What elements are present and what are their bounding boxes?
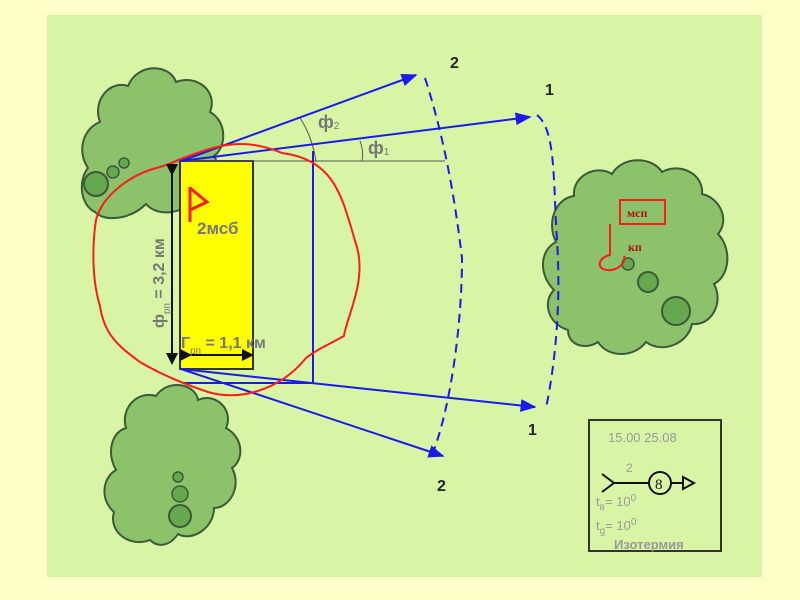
direction-2-bottom-label: 2 — [437, 478, 446, 495]
direction-1-bottom-label: 1 — [528, 422, 537, 439]
command-post-flag: мсп кп — [598, 199, 666, 272]
tree-bottom-left — [103, 383, 242, 546]
depth-label: фрп = 3,2 км — [151, 238, 173, 328]
legend-caption: Изотермия — [614, 537, 684, 552]
arrow-1-top — [180, 112, 532, 162]
wind-speed-number: 8 — [655, 477, 663, 493]
unit-flag — [188, 186, 210, 222]
unit-name-label: 2мсб — [197, 219, 239, 238]
direction-2-top-label: 2 — [450, 55, 459, 72]
arrow-2-bottom — [180, 368, 445, 458]
width-label: Грп = 1,1 км — [181, 335, 266, 357]
legend-tg: tg= 100 — [596, 517, 637, 537]
legend-small-number: 2 — [626, 461, 633, 475]
arrow-1-bottom — [180, 368, 537, 412]
phi2-label: ф2 — [318, 112, 340, 132]
phi1-arc — [359, 140, 364, 162]
tree-right — [541, 159, 729, 355]
msp-label: мсп — [627, 206, 648, 220]
legend-tv: tв= 100 — [596, 493, 637, 513]
unit-zone — [179, 160, 254, 370]
direction-1-top-label: 1 — [545, 82, 554, 99]
phi2-arc — [299, 117, 317, 162]
direction-arrows — [180, 73, 537, 458]
contamination-contour — [92, 143, 361, 397]
phi1-label: ф1 — [368, 138, 390, 158]
front-line-2 — [424, 77, 464, 451]
wind-arrow-head — [682, 475, 697, 491]
msp-box — [619, 199, 666, 225]
legend-times: 15.00 25.08 — [608, 430, 677, 445]
kp-label: кп — [628, 240, 642, 254]
weather-legend: 15.00 25.08 2 8 tв= 100 tg= 100 Изотерми… — [588, 419, 722, 552]
